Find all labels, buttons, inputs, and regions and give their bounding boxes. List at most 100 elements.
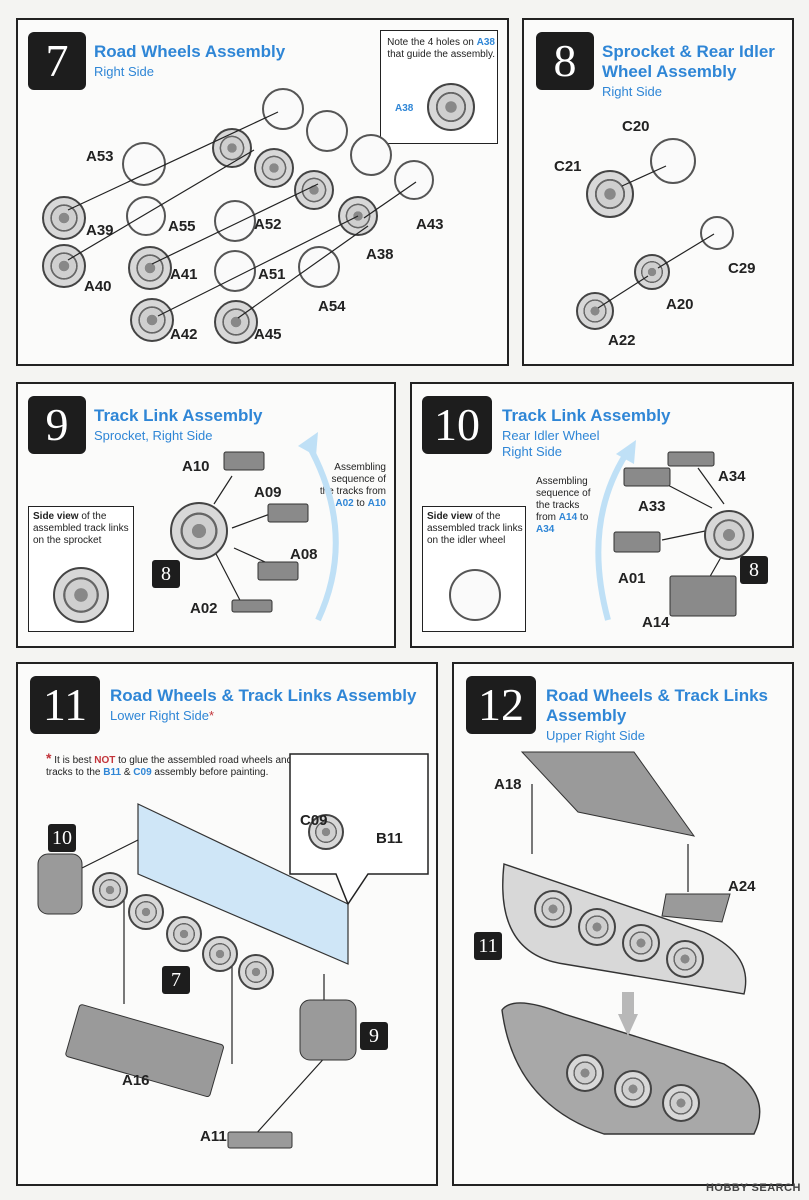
- part-label: A42: [170, 326, 198, 343]
- step-number: 7: [28, 32, 86, 90]
- step-subtitle: Sprocket, Right Side: [94, 428, 213, 443]
- part-label: A45: [254, 326, 282, 343]
- part-label: C21: [554, 158, 582, 175]
- step-ref-badge: 8: [152, 560, 180, 588]
- side-view-note: Side view of the assembled track links o…: [427, 511, 523, 546]
- road-wheel-icon: [662, 1084, 700, 1122]
- road-wheel-icon: [578, 908, 616, 946]
- road-wheel-icon: [202, 936, 238, 972]
- part-label: A22: [608, 332, 636, 349]
- step-ref-badge: 11: [474, 932, 502, 960]
- tire-ring-icon: [122, 142, 166, 186]
- part-label: A34: [718, 468, 746, 485]
- step-title: Road Wheels Assembly: [94, 42, 286, 61]
- part-label: A41: [170, 266, 198, 283]
- road-wheel-icon: [566, 1054, 604, 1092]
- step-12-panel: 12 Road Wheels & Track Links Assembly Up…: [452, 662, 794, 1186]
- track-drawing: [501, 751, 761, 1135]
- road-wheel-icon: [128, 246, 172, 290]
- step-ref-badge: 7: [162, 966, 190, 994]
- part-label: A33: [638, 498, 666, 515]
- idler-wheel-icon: [634, 254, 670, 290]
- inset-note: Note the 4 holes on A38 that guide the a…: [387, 37, 495, 60]
- road-wheel-icon: [128, 894, 164, 930]
- idler-side-icon: [449, 569, 501, 621]
- part-label: A16: [122, 1072, 150, 1089]
- part-label: A40: [84, 278, 112, 295]
- step-subtitle: Upper Right Side: [546, 728, 645, 743]
- tire-ring-icon: [262, 88, 304, 130]
- sequence-note: Assembling sequence of the tracks from A…: [536, 476, 591, 535]
- road-wheel-icon: [92, 872, 128, 908]
- sequence-arrow: [595, 440, 737, 621]
- step-ref-badge: 9: [360, 1022, 388, 1050]
- step-9-panel: 9 Track Link Assembly Sprocket, Right Si…: [16, 382, 396, 648]
- assembly-lines: [597, 165, 715, 309]
- road-wheel-icon: [42, 196, 86, 240]
- side-view-note: Side view of the assembled track links o…: [33, 511, 129, 546]
- tire-ring-icon: [298, 246, 340, 288]
- tire-ring-icon: [350, 134, 392, 176]
- road-wheel-icon: [666, 940, 704, 978]
- assembly-lines: [67, 111, 417, 319]
- step-number: 9: [28, 396, 86, 454]
- step-subtitle: Right Side: [602, 84, 662, 99]
- idler-wheel-icon: [576, 292, 614, 330]
- road-wheel-icon: [238, 954, 274, 990]
- step-ref-badge: 10: [48, 824, 76, 852]
- part-label: A20: [666, 296, 694, 313]
- road-wheel-icon: [212, 128, 252, 168]
- step-number: 8: [536, 32, 594, 90]
- detail-inset: Note the 4 holes on A38 that guide the a…: [380, 30, 498, 144]
- part-label: A43: [416, 216, 444, 233]
- part-label: A01: [618, 570, 646, 587]
- road-wheel-icon: [254, 148, 294, 188]
- road-wheel-icon: [534, 890, 572, 928]
- sprocket-side-icon: [53, 567, 109, 623]
- part-label: A54: [318, 298, 346, 315]
- road-wheel-icon: [614, 1070, 652, 1108]
- inset-part-label: A38: [395, 103, 414, 114]
- part-label: A52: [254, 216, 282, 233]
- idler-ring-icon: [700, 216, 734, 250]
- step-10-panel: 10 Track Link Assembly Rear Idler Wheel …: [410, 382, 794, 648]
- part-label: A55: [168, 218, 196, 235]
- road-wheel-icon: [166, 916, 202, 952]
- part-label: A18: [494, 776, 522, 793]
- part-label: A02: [190, 600, 218, 617]
- part-label: C20: [622, 118, 650, 135]
- sprocket-icon: [170, 502, 228, 560]
- idler-detail-icon: [308, 814, 344, 850]
- part-label: C09: [300, 812, 328, 829]
- part-label: A08: [290, 546, 318, 563]
- sprocket-hub-icon: [650, 138, 696, 184]
- tire-ring-icon: [306, 110, 348, 152]
- warning-note: * It is best NOT to glue the assembled r…: [46, 750, 293, 778]
- step-7-panel: 7 Road Wheels Assembly Right Side Note t…: [16, 18, 509, 366]
- part-label: A11: [200, 1128, 227, 1145]
- tire-ring-icon: [126, 196, 166, 236]
- step-subtitle: Right Side: [94, 64, 154, 79]
- road-wheel-icon: [294, 170, 334, 210]
- part-label: B11: [376, 830, 403, 847]
- road-wheel-icon: [622, 924, 660, 962]
- step-number: 12: [466, 676, 536, 734]
- tire-ring-icon: [214, 200, 256, 242]
- part-label: A24: [728, 878, 756, 895]
- idler-wheel-icon: [704, 510, 754, 560]
- step-ref-badge: 8: [740, 556, 768, 584]
- step-subtitle: Rear Idler Wheel Right Side: [502, 428, 600, 459]
- step-11-panel: 11 Road Wheels & Track Links Assembly Lo…: [16, 662, 438, 1186]
- part-label: A09: [254, 484, 282, 501]
- part-label: A14: [642, 614, 670, 631]
- side-view-inset: Side view of the assembled track links o…: [28, 506, 134, 632]
- road-wheel-icon: [214, 300, 258, 344]
- road-wheel-icon: [130, 298, 174, 342]
- part-label: A53: [86, 148, 114, 165]
- step-number: 11: [30, 676, 100, 734]
- step-title: Track Link Assembly: [94, 406, 263, 425]
- part-label: A39: [86, 222, 114, 239]
- hull-drawing: [37, 753, 429, 1149]
- part-label: A51: [258, 266, 286, 283]
- step-title: Track Link Assembly: [502, 406, 671, 425]
